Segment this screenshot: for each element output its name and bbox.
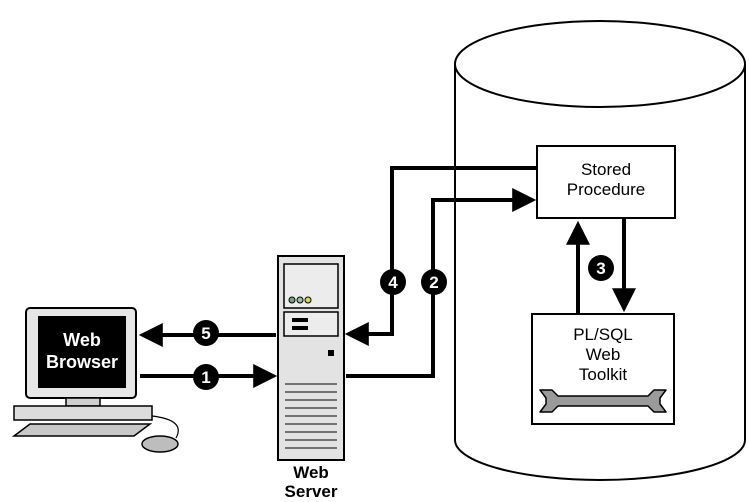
step-number-5: 5 [201, 324, 210, 343]
browser-label-line2: Browser [46, 352, 118, 372]
step-number-2: 2 [429, 273, 438, 292]
toolkit-label-line3: Toolkit [579, 365, 627, 384]
browser-label-line1: Web [63, 330, 101, 350]
stored-procedure-label-line1: Stored [581, 160, 631, 179]
toolkit-label-line1: PL/SQL [573, 325, 633, 344]
web-browser-computer: Web Browser [11, 307, 179, 453]
stored-procedure-label-line2: Procedure [567, 180, 645, 199]
stored-procedure-box: Stored Procedure [536, 145, 676, 219]
plsql-toolkit-box: PL/SQL Web Toolkit [531, 313, 675, 425]
step-number-4: 4 [388, 273, 398, 292]
step-badge-3: 3 [588, 255, 614, 281]
server-label-line2: Server [285, 482, 338, 501]
step-badge-5: 5 [193, 320, 219, 346]
step-badge-1: 1 [193, 364, 219, 390]
step-number-1: 1 [201, 368, 210, 387]
step-badge-4: 4 [380, 269, 406, 295]
server-label-line1: Web [293, 463, 329, 482]
step-number-3: 3 [596, 259, 605, 278]
wrench-icon [539, 389, 667, 413]
web-server-tower: Web Server [277, 255, 345, 501]
step-badge-2: 2 [421, 269, 447, 295]
toolkit-label-line2: Web [586, 345, 621, 364]
arrow-step-4 [344, 166, 536, 346]
